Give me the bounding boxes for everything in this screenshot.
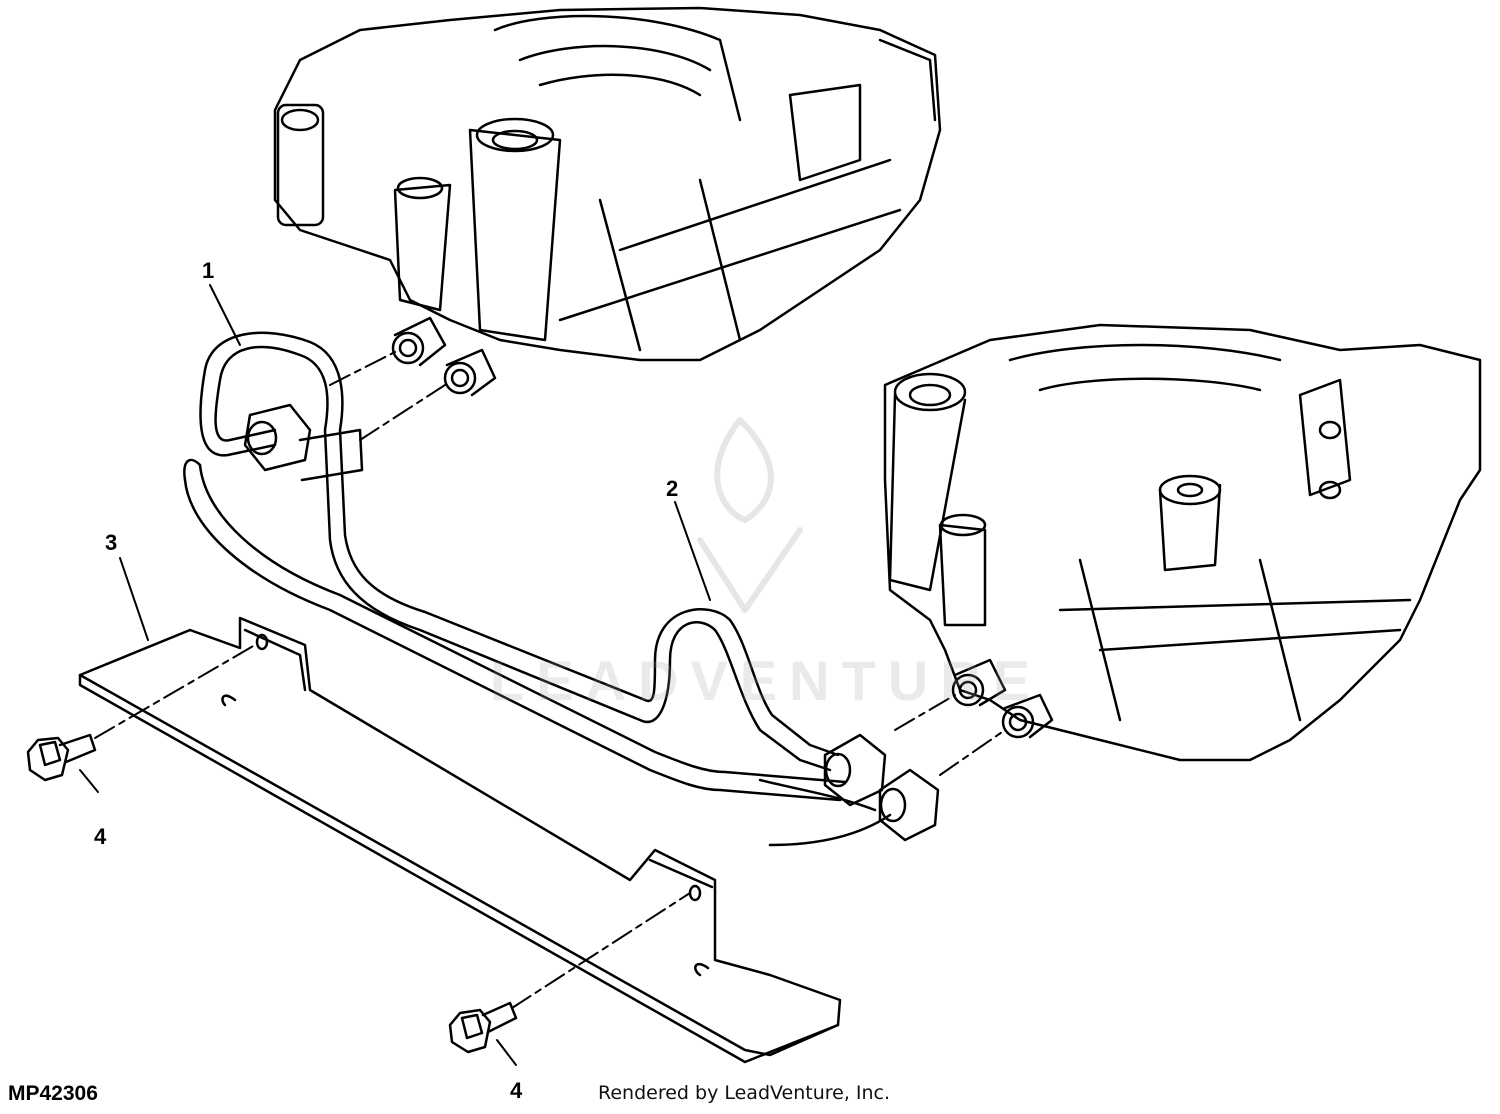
watermark-logo xyxy=(697,417,803,613)
hydraulic-line-1 xyxy=(183,331,940,847)
callout-3: 3 xyxy=(105,530,118,555)
watermark-text: LEADVENTURE xyxy=(490,649,1043,712)
bolt-left xyxy=(26,733,97,782)
leader-lines xyxy=(79,284,711,1066)
render-credit: Rendered by LeadVenture, Inc. xyxy=(598,1082,891,1104)
left-transaxle-unit xyxy=(273,6,942,397)
callout-1: 1 xyxy=(202,258,215,283)
callout-2: 2 xyxy=(666,476,679,501)
bolt-right xyxy=(448,1001,518,1054)
assembly-lines xyxy=(94,351,1006,1009)
right-transaxle-unit xyxy=(883,323,1482,762)
drawing-id: MP42306 xyxy=(8,1082,98,1105)
callout-4-left: 4 xyxy=(94,824,107,849)
support-bracket xyxy=(78,616,842,1064)
callout-4-bottom: 4 xyxy=(510,1078,523,1103)
